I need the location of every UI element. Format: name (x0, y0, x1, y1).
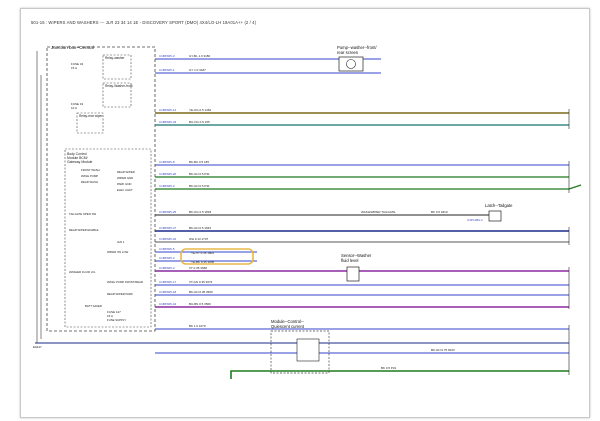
sensor-washer-label-2: fluid level (341, 258, 359, 263)
pump-washer-label-1: Pump--washer--front/ (337, 45, 377, 50)
pin-label: WASHER FLUID LVL (69, 270, 96, 274)
fuse3-label: FUSE 127 (107, 310, 121, 314)
pin-label: ELEC CHKT (117, 188, 133, 192)
wire-label-14: VT-GN 0.35 3673 (189, 280, 213, 284)
wire-label-19: BK 0.5 P31 (381, 366, 397, 370)
pin-label: IGN 1 (117, 240, 125, 244)
bcm-label-1: Body Control (67, 152, 87, 156)
pin-label: REAR WIPER (117, 170, 135, 174)
connector-label: C1BP025-4 (159, 256, 175, 260)
relay-washer-label: Relay-washer (105, 56, 125, 60)
junction-box-label: Junction box--Central (51, 45, 94, 50)
bcm-label-2: Module BCM/ (67, 156, 88, 160)
wire-label-13: VT 0.35 3668 (189, 266, 207, 270)
module-control-label-2: Quiescent current (271, 324, 305, 329)
wire-label-1: GY-BL 1.0 3180 (189, 54, 210, 58)
fuse2-amp: 10 A (71, 106, 77, 110)
module-relay (296, 338, 320, 362)
connector-label: C1BP025-14 (159, 108, 177, 112)
sensor-washer-label-1: Sensor--Washer (341, 253, 372, 258)
pin-label: FUSE SUPPLY (107, 318, 126, 322)
connector-label: C1BP025-32 (159, 237, 177, 241)
pin-label: WIPER ON LOW (107, 250, 129, 254)
fuse1-label: FUSE 34 (71, 62, 84, 66)
bcm-label-3: Gateway Module (67, 160, 93, 164)
pin-labels: FRONT WASH WASH PUMP REAR WASH REAR WIPE… (69, 168, 143, 322)
fuse3-amp: 15 A (107, 314, 113, 318)
latch-tailgate-label: Latch--Tailgate (485, 203, 513, 208)
page-indicator: (2 / 4) (244, 20, 257, 25)
connector-label: C1BP025-17 (159, 280, 177, 284)
connector-label: C1BP025-8 (159, 160, 175, 164)
pin-label: WASH PUMP (81, 174, 98, 178)
diagram-header: 501-16 : WIPERS AND WASHERS --- JLR 23 3… (31, 20, 256, 25)
wire-7-tail (568, 184, 582, 190)
connector-label: C1BP025-1 (159, 68, 175, 72)
pin-label: TAILGATE OPEN SW (69, 212, 96, 216)
wire-label-10: WH 0.13 1707 (189, 237, 209, 241)
relay-washer-front-box (102, 82, 132, 108)
wire-label-11: YE-VT 0.35 1803 (191, 251, 214, 255)
connector-label: C1BP025-3 (159, 54, 175, 58)
wire-label-3: YE-OG 0.5 1481 (189, 108, 212, 112)
pin-label: REAR WIPER ENABLE (69, 228, 99, 232)
wire-label-12: YE-BK 0.35 1806 (191, 260, 215, 264)
bcm-box (64, 148, 152, 328)
pin-label: REAR WASH (81, 180, 98, 184)
wire-label-2: GY 1.0 3187 (189, 68, 206, 72)
relay-rear-wiper-box (76, 112, 104, 134)
connector-labels: C1BP025-3 C1BP025-1 C1BP025-14 C1BP025-4… (159, 54, 177, 306)
relay-washer-box (102, 54, 132, 80)
connector-label: C1BP025-18 (159, 290, 177, 294)
pump-washer-component (338, 56, 364, 72)
wire-label-8: BK-OG 0.5 1818 (189, 210, 212, 214)
latch-connector: C4PL1BA-1 (467, 218, 483, 222)
pin-label: FRONT WASH (81, 168, 100, 172)
wire-19 (230, 370, 569, 379)
pin-label: PARK GND (117, 182, 131, 186)
pin-label: WASH PUMP FRONT/REAR (107, 280, 143, 284)
connector-label: C1BP025-3 (159, 184, 175, 188)
wire-label-5: BK-BU 0.5 185 (189, 160, 209, 164)
fuse2-label: FUSE 19 (71, 102, 84, 106)
connector-label: C1BP025-25 (159, 210, 177, 214)
wire-label-9: BK-GN 0.5 1663 (189, 226, 211, 230)
diagram-title: 501-16 : WIPERS AND WASHERS --- JLR 23 3… (31, 20, 244, 25)
motor-icon (346, 59, 356, 69)
relay-rear-wiper-label: Relay-rear wiper (79, 114, 103, 118)
pump-washer-label-2: rear screen (337, 50, 359, 55)
wire-group (155, 58, 582, 379)
tailgate-wire: BK 0.5 1819 (431, 210, 448, 214)
latch-tailgate-component (488, 210, 502, 222)
wire-label-18: BK-GN 0.75 6023 (431, 348, 455, 352)
junction-box-outline (46, 46, 156, 332)
fuse1-amp: 15 A (71, 66, 77, 70)
ground-label: E0447 (33, 345, 42, 349)
connector-label: C1BP025-2 (159, 266, 175, 270)
module-control-box (270, 330, 330, 374)
wire-label-15: BK-GN 0.35 3509 (189, 290, 213, 294)
connector-label: C1BP025-44 (159, 302, 177, 306)
wire-label-16: BU-BN 0.5 3506 (189, 302, 211, 306)
wire-label-17: BK 1.0 1679 (189, 324, 206, 328)
sensor-washer-component (346, 266, 360, 282)
wire-label-6: BK-GN 0.5 P31 (189, 172, 210, 176)
connector-label: C1BP025-43 (159, 120, 177, 124)
connector-label: C1BP025-5 (159, 247, 175, 251)
pin-label: REAR WIPER PARK (107, 292, 133, 296)
pin-label: BATT SAVER (85, 304, 102, 308)
connector-label: C1BP025-20 (159, 172, 177, 176)
highlight-loop (180, 248, 254, 265)
module-control-label-1: Module--Control-- (271, 319, 304, 324)
wire-label-7: BK-GN 0.5 P31 (189, 184, 210, 188)
relay-washer-front-label: Relay-Washer-front (105, 84, 133, 88)
wire-label-4: BU-OG 0.5 155 (189, 120, 210, 124)
tailgate-text: WASH/WIPER TAILGATE (361, 210, 395, 214)
wiring-diagram-canvas: Junction box--Central Relay-washer Relay… (33, 45, 582, 379)
connector-label: C1BP025-47 (159, 226, 177, 230)
pin-label: WIPER GND (117, 176, 133, 180)
wiring-diagram-sheet: 501-16 : WIPERS AND WASHERS --- JLR 23 3… (20, 8, 590, 418)
